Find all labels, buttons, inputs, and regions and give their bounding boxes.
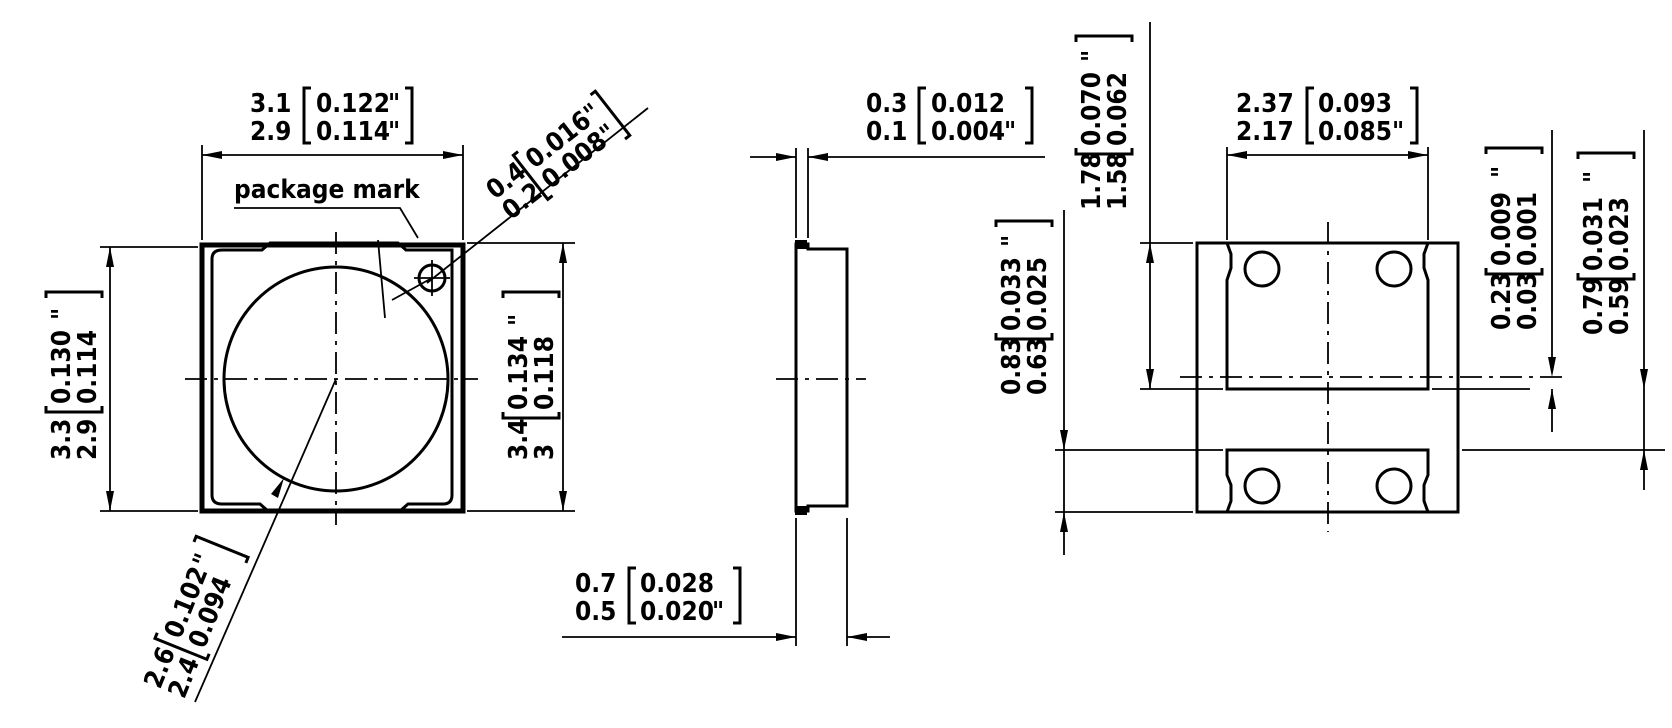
dim-width-max-in: 0.122 [316,89,390,119]
dim-pad-w-min-in: 0.085 [1318,117,1392,147]
dim-pad-h-max: 1.78 [1077,152,1107,210]
dim-lead-max-in: 0.012 [931,89,1005,119]
dim-pad-w-min: 2.17 [1236,117,1294,147]
dim-pad-h-min-in: 0.062 [1103,72,1133,146]
dim-off-min: 0.59 [1605,277,1635,335]
dim-off-max: 0.79 [1579,277,1609,335]
side-profile [794,242,849,513]
dim-pad2-min: 0.63 [1023,337,1053,395]
dim-height-max-in: 0.130 [47,330,77,404]
inch-mark: " [388,117,400,147]
inch-mark: " [1487,166,1517,178]
dim-width-min: 2.9 [250,117,291,147]
dim-gap-min: 0.03 [1513,272,1543,330]
top-view [100,107,649,703]
inch-mark: " [712,597,724,627]
dim-lead-min: 0.1 [866,117,907,147]
inch-mark: " [1004,117,1016,147]
dim-width-max: 3.1 [250,89,291,119]
inch-mark: " [1077,50,1107,62]
dim-width-min-in: 0.114 [316,117,390,147]
dim-thick-max: 0.7 [575,569,616,599]
inch-mark: " [1579,171,1609,183]
bottom-view [1055,22,1665,555]
inch-mark: " [47,308,77,320]
dim-pad-h-max-in: 0.070 [1077,72,1107,146]
inch-mark: " [388,89,400,119]
inch-mark: " [504,314,534,326]
dim-thick-min-in: 0.020 [640,597,714,627]
dim-body-min: 3 [530,444,560,460]
dim-height-max: 3.3 [47,419,77,460]
package-body-outline [199,242,466,514]
dim-gap-max-in: 0.009 [1487,192,1517,266]
dim-pad-w-max: 2.37 [1236,89,1294,119]
dim-off-max-in: 0.031 [1579,197,1609,271]
dim-body-min-in: 0.118 [530,336,560,410]
dim-thick-min: 0.5 [575,597,616,627]
dim-thick-max-in: 0.028 [640,569,714,599]
dim-gap-min-in: 0.001 [1513,192,1543,266]
dim-height-min-in: 0.114 [73,330,103,404]
dim-lead-min-in: 0.004 [931,117,1005,147]
dim-pad2-max: 0.83 [997,337,1027,395]
inch-mark: " [1392,117,1404,147]
package-mark-label: package mark [234,175,421,205]
lower-pad [1225,448,1430,513]
dim-height-min: 2.9 [73,419,103,460]
dim-pad-w-max-in: 0.093 [1318,89,1392,119]
package-inner-frame [210,241,454,513]
dim-pad2-min-in: 0.025 [1023,257,1053,331]
dim-pad-h-min: 1.58 [1103,152,1133,210]
dim-pad2-max-in: 0.033 [997,257,1027,331]
dim-body-max: 3.4 [504,419,534,460]
dim-body-max-in: 0.134 [504,336,534,410]
dim-lead-max: 0.3 [866,89,907,119]
dim-gap-max: 0.23 [1487,272,1517,330]
dim-off-min-in: 0.023 [1605,197,1635,271]
inch-mark: " [997,235,1027,247]
side-view [562,148,1045,646]
